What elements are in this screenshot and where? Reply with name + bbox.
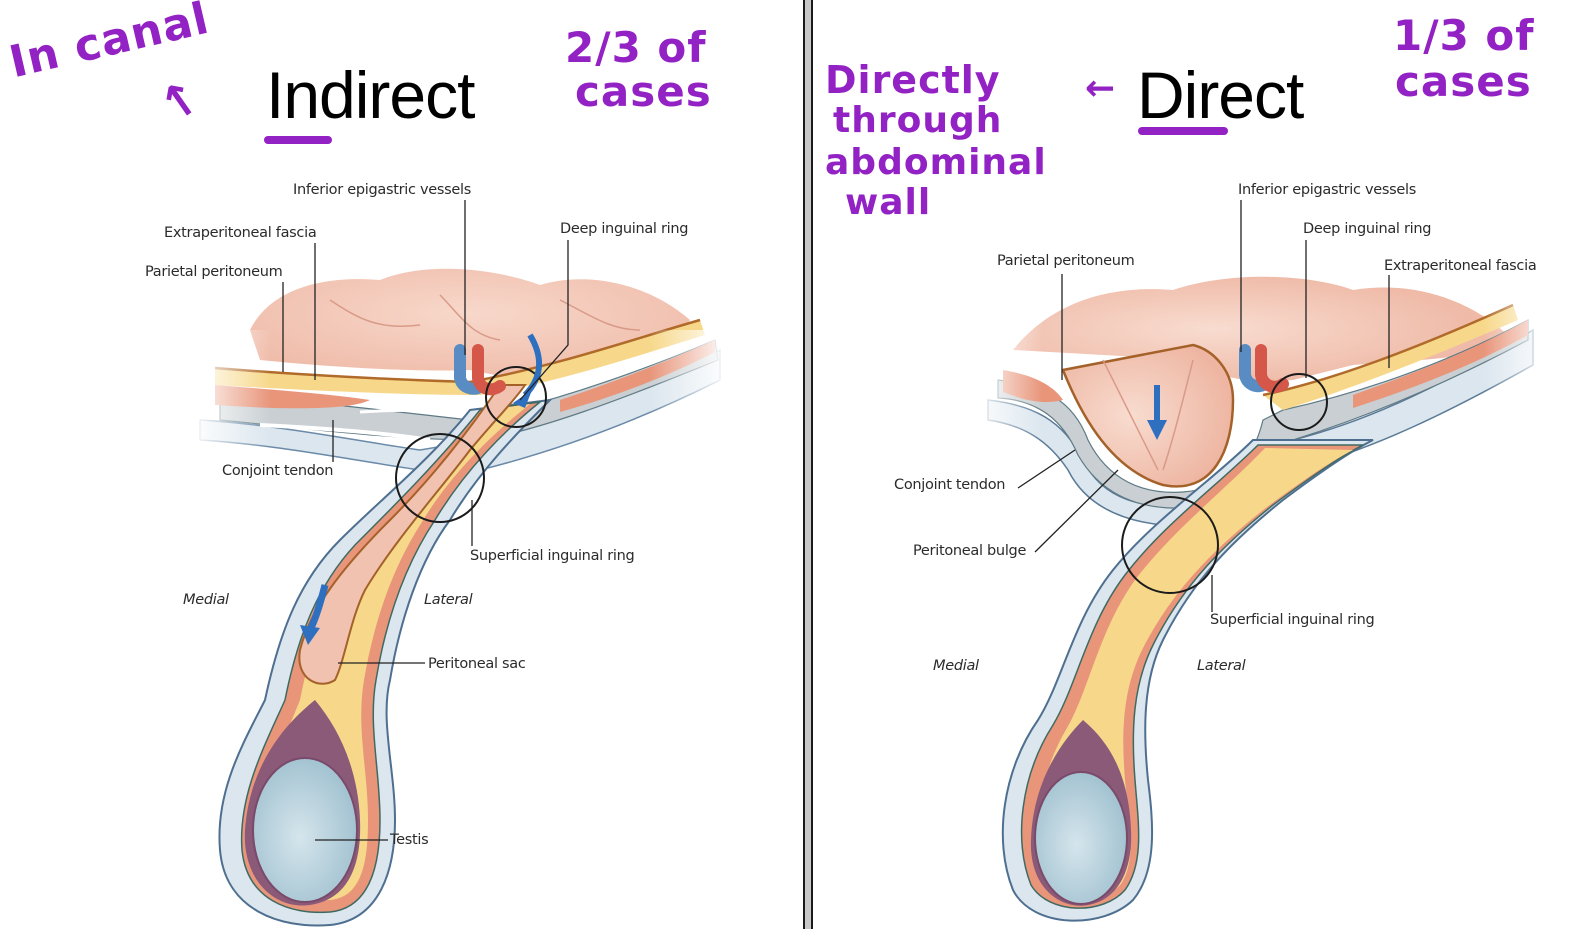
epigastric-vessels — [454, 344, 506, 396]
label-parietal-peritoneum: Parietal peritoneum — [145, 264, 283, 280]
frequency-note-line2: cases — [1395, 57, 1532, 106]
direct-hernia-illustration — [973, 200, 1553, 922]
pointer-arrow-icon: ← — [1085, 68, 1117, 109]
label-peritoneal-bulge: Peritoneal bulge — [913, 543, 1027, 559]
label-peritoneal-sac: Peritoneal sac — [428, 656, 526, 672]
indirect-hernia-panel: In canal ↖ 2/3 of cases Indirect Inferio… — [4, 0, 730, 927]
deep-ring-circle — [485, 366, 547, 428]
label-lateral: Lateral — [424, 592, 473, 608]
direct-note-line1: Directly — [825, 58, 1001, 102]
direct-note-line2: through — [833, 100, 1003, 141]
direct-note-line3: abdominal — [825, 142, 1047, 183]
spermatic-cord — [1001, 439, 1374, 922]
label-extraperitoneal-fascia: Extraperitoneal fascia — [164, 225, 317, 241]
superficial-ring-circle — [1121, 496, 1219, 594]
label-inferior-epigastric-vessels: Inferior epigastric vessels — [293, 182, 471, 198]
label-superficial-inguinal-ring: Superficial inguinal ring — [1210, 612, 1375, 628]
title-underline — [1138, 127, 1228, 135]
abdominal-wall-layers — [190, 318, 730, 490]
label-lateral: Lateral — [1197, 658, 1246, 674]
direct-hernia-panel: Directly through abdominal wall ← 1/3 of… — [813, 0, 1579, 929]
leader-lines — [282, 200, 569, 841]
label-medial: Medial — [183, 592, 229, 608]
superficial-ring-circle — [395, 433, 485, 523]
panel-divider — [803, 0, 813, 929]
frequency-note-line1: 2/3 of — [565, 23, 707, 72]
descent-arrow-icon — [300, 625, 320, 645]
label-conjoint-tendon: Conjoint tendon — [894, 477, 1006, 493]
pointer-arrow-icon: ↖ — [155, 70, 205, 132]
down-arrow-icon — [1147, 420, 1167, 440]
direct-note-line4: wall — [845, 182, 932, 223]
direct-title: Direct — [1137, 58, 1304, 132]
frequency-note-line2: cases — [575, 67, 712, 116]
label-inferior-epigastric-vessels: Inferior epigastric vessels — [1238, 182, 1416, 198]
label-testis: Testis — [390, 832, 429, 848]
indirect-hernia-illustration — [190, 200, 730, 927]
label-deep-inguinal-ring: Deep inguinal ring — [1303, 221, 1432, 237]
epigastric-vessels — [1239, 344, 1289, 393]
deep-ring-circle — [1270, 373, 1328, 431]
label-parietal-peritoneum: Parietal peritoneum — [997, 253, 1135, 269]
leader-lines — [1017, 200, 1390, 612]
label-extraperitoneal-fascia: Extraperitoneal fascia — [1384, 258, 1537, 274]
label-medial: Medial — [933, 658, 979, 674]
label-conjoint-tendon: Conjoint tendon — [222, 463, 334, 479]
indirect-title: Indirect — [266, 58, 475, 132]
label-superficial-inguinal-ring: Superficial inguinal ring — [470, 548, 635, 564]
frequency-note-line1: 1/3 of — [1393, 11, 1535, 60]
label-deep-inguinal-ring: Deep inguinal ring — [560, 221, 689, 237]
title-underline — [264, 136, 332, 144]
